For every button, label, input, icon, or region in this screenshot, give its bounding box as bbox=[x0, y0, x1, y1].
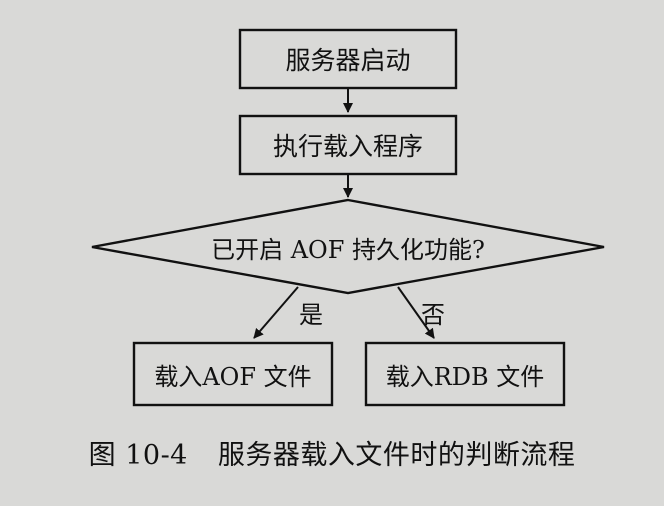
figure-number: 图 10-4 bbox=[88, 439, 188, 471]
load-program-label: 执行载入程序 bbox=[272, 132, 423, 161]
decision-label: 已开启 AOF 持久化功能? bbox=[211, 235, 485, 264]
arrow-yes-to-load-aof bbox=[253, 286, 299, 339]
figure-caption: 图 10-4 服务器载入文件时的判断流程 bbox=[0, 432, 664, 472]
no-branch-label: 否 bbox=[421, 300, 445, 329]
figure-title: 服务器载入文件时的判断流程 bbox=[217, 439, 576, 471]
load-rdb-box bbox=[364, 341, 566, 407]
decision-diamond bbox=[91, 198, 605, 295]
start-label: 服务器启动 bbox=[285, 46, 411, 75]
load-rdb-label: 载入RDB 文件 bbox=[385, 362, 545, 391]
load-aof-label: 载入AOF 文件 bbox=[154, 362, 312, 391]
load-aof-box bbox=[132, 341, 334, 407]
yes-branch-label: 是 bbox=[299, 300, 323, 329]
arrow-no-to-load-rdb bbox=[397, 286, 435, 339]
